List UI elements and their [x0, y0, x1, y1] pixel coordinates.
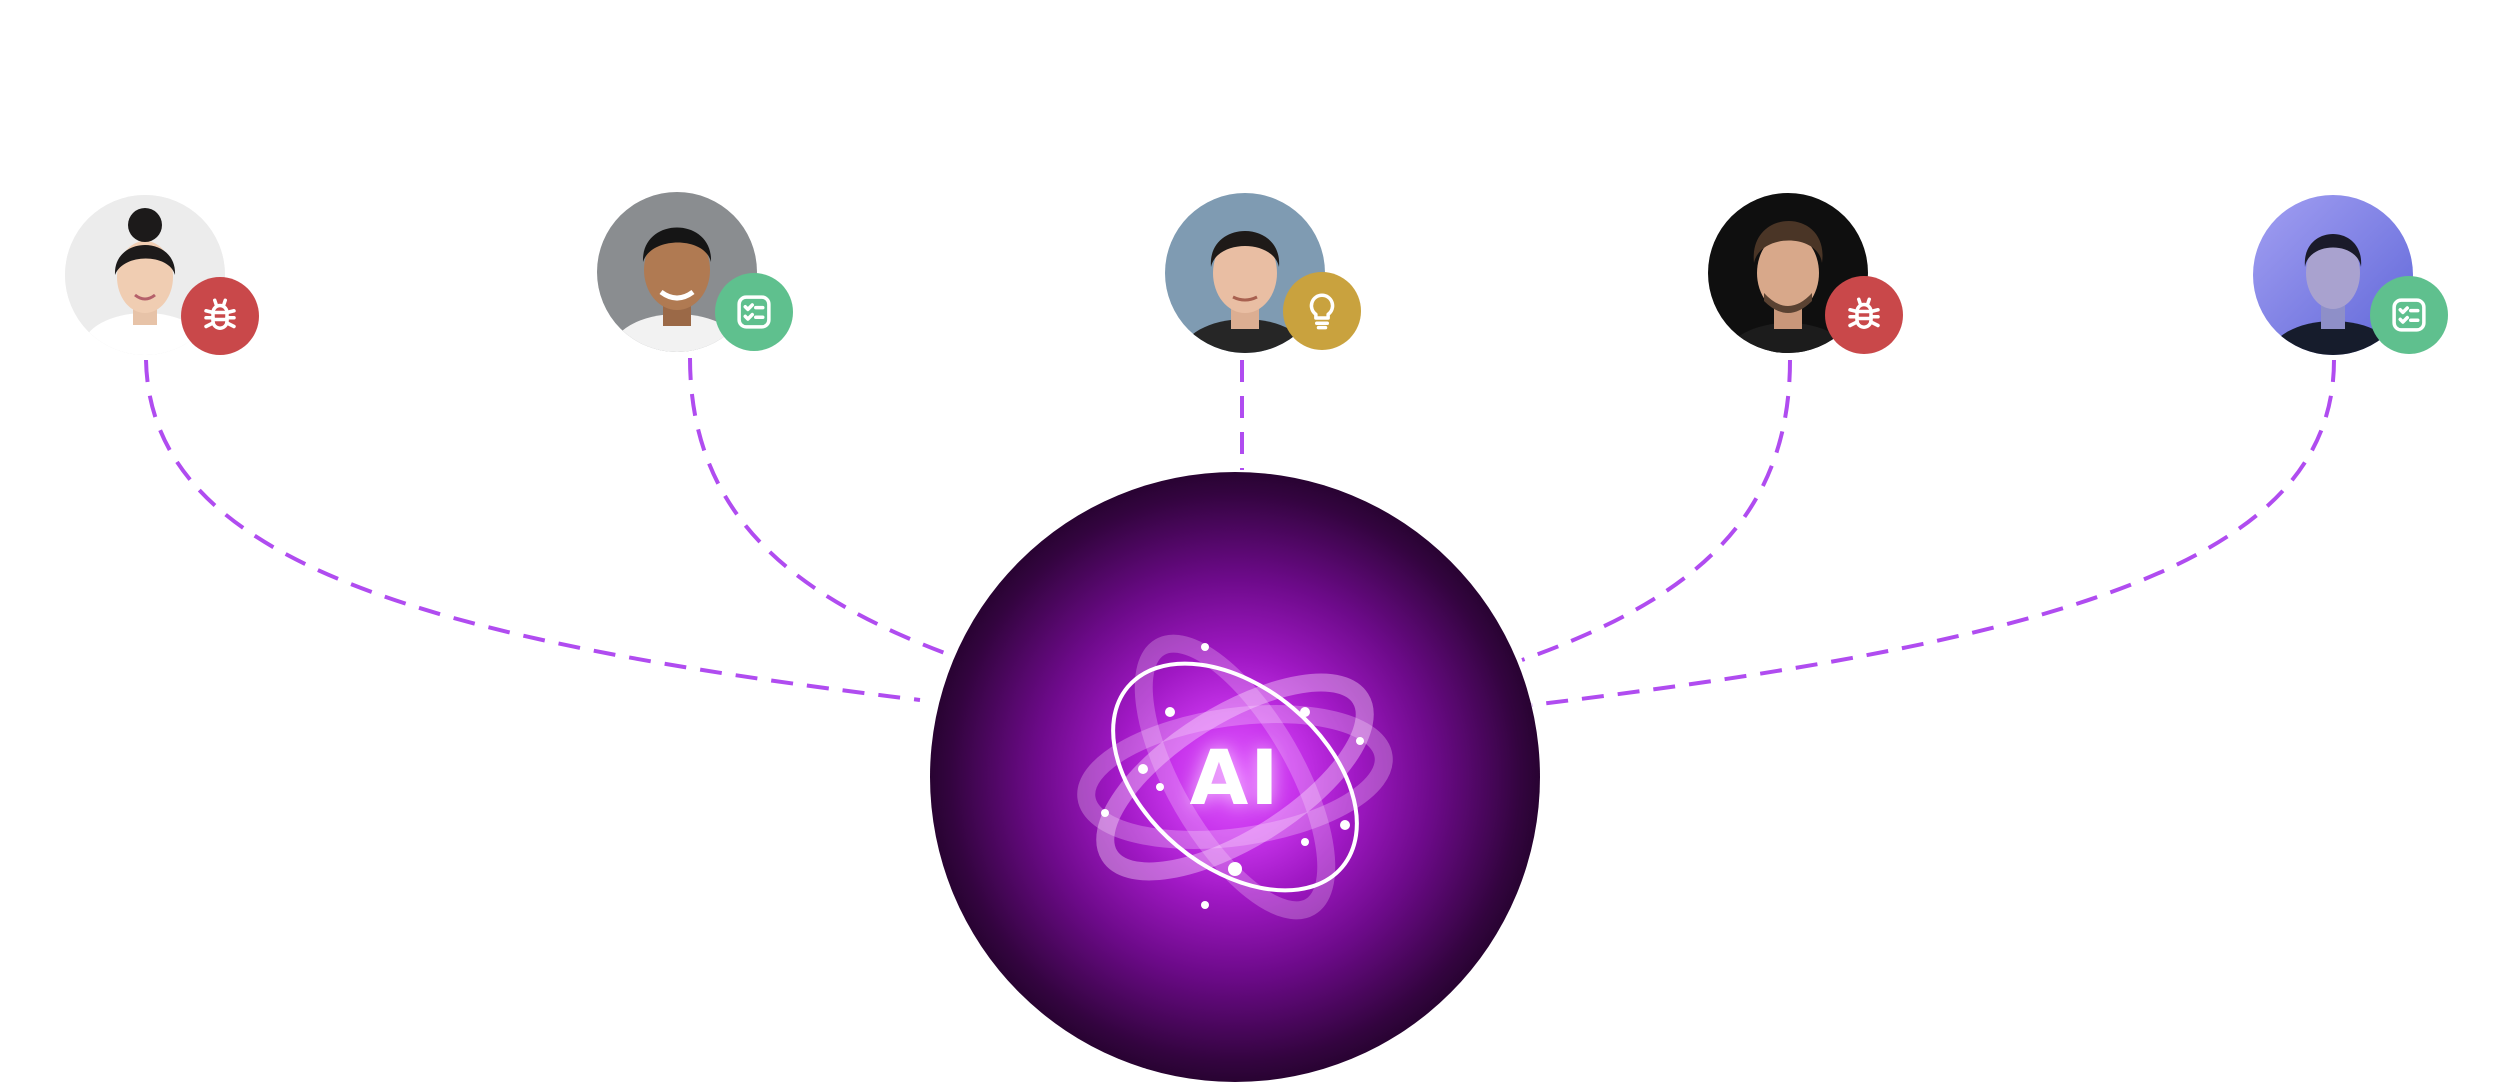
badge-bug	[1825, 276, 1903, 354]
connector-person-1	[144, 359, 921, 702]
connector-lines	[144, 357, 2336, 707]
ai-label: AI	[1189, 732, 1281, 822]
atom-orbits	[1077, 634, 1393, 920]
badge-bug	[181, 277, 259, 355]
badge-checklist	[2370, 276, 2448, 354]
lightbulb-icon	[1309, 293, 1335, 330]
connector-person-2	[688, 357, 959, 660]
badge-lightbulb	[1283, 272, 1361, 350]
ai-hub: AI	[930, 472, 1540, 1082]
connector-person-5	[1531, 359, 2336, 707]
checklist-icon	[2392, 298, 2426, 332]
avatar-person-5	[2253, 195, 2413, 355]
bug-icon	[204, 298, 236, 330]
bug-icon	[1848, 297, 1880, 329]
ai-hub-diagram: AI	[65, 192, 2448, 1082]
connector-person-4	[1521, 359, 1792, 662]
badge-checklist	[715, 273, 793, 351]
checklist-icon	[737, 295, 771, 329]
